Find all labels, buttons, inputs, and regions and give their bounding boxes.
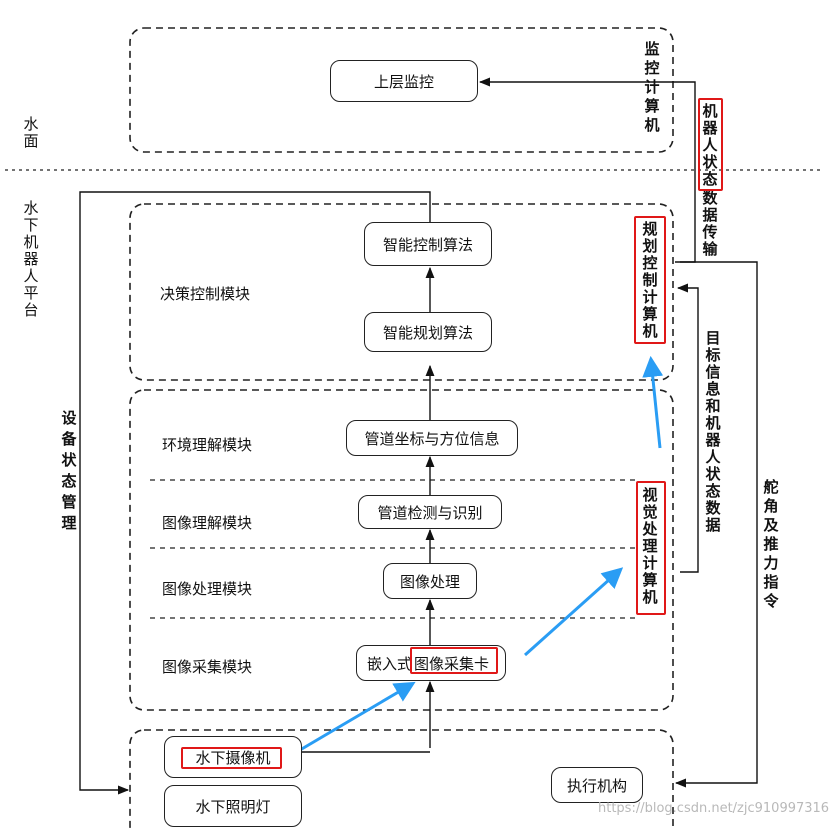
intelligent-control-box: 智能控制算法 bbox=[364, 222, 492, 266]
light-box: 水下照明灯 bbox=[164, 785, 302, 827]
intelligent-planning-box: 智能规划算法 bbox=[364, 312, 492, 352]
monitor-region bbox=[129, 27, 674, 153]
camera-box: 水下摄像机 bbox=[164, 736, 302, 778]
highlight-robot-state bbox=[698, 98, 723, 191]
monitor-computer-label: 监控计算机 bbox=[644, 40, 660, 134]
target-info-label: 目标信息和机器人状态数据 bbox=[705, 329, 721, 534]
underwater-platform-label: 水下机器人平台 bbox=[23, 199, 39, 319]
vision-computer-label: 视觉处理计算机 bbox=[642, 486, 658, 606]
pipe-coordinates-box: 管道坐标与方位信息 bbox=[346, 420, 518, 456]
module-image-capture: 图像采集模块 bbox=[162, 658, 253, 676]
capture-card-label: 图像采集卡 bbox=[414, 654, 490, 673]
module-image-processing: 图像处理模块 bbox=[162, 580, 253, 598]
robot-state-label: 机器人状态 bbox=[702, 102, 718, 188]
vision-region bbox=[129, 389, 674, 711]
actuator-box: 执行机构 bbox=[551, 767, 643, 803]
surface-label: 水面 bbox=[23, 115, 39, 150]
highlight-vision-computer bbox=[636, 481, 666, 615]
device-status-label: 设备状态管理 bbox=[61, 409, 77, 532]
highlight-planning-computer bbox=[634, 216, 666, 344]
module-image-understanding: 图像理解模块 bbox=[162, 514, 253, 532]
embedded-prefix: 嵌入式 bbox=[367, 654, 413, 673]
hardware-region bbox=[129, 729, 674, 828]
module-decision: 决策控制模块 bbox=[160, 285, 251, 303]
planning-computer-label: 规划控制计算机 bbox=[642, 220, 658, 340]
watermark: https://blog.csdn.net/zjc910997316 bbox=[598, 801, 829, 816]
rudder-thrust-label: 舵角及推力指令 bbox=[763, 478, 779, 610]
decision-region bbox=[129, 203, 674, 381]
image-processing-box: 图像处理 bbox=[383, 563, 477, 599]
pipe-detection-box: 管道检测与识别 bbox=[358, 495, 502, 529]
upper-monitor-box: 上层监控 bbox=[330, 60, 478, 102]
highlight-capture-card bbox=[410, 647, 498, 674]
embedded-capture-box: 嵌入式图像采集卡 bbox=[356, 645, 506, 681]
data-transmission-label: 数据传输 bbox=[702, 189, 718, 258]
module-environment: 环境理解模块 bbox=[162, 436, 253, 454]
highlight-camera bbox=[181, 747, 282, 769]
